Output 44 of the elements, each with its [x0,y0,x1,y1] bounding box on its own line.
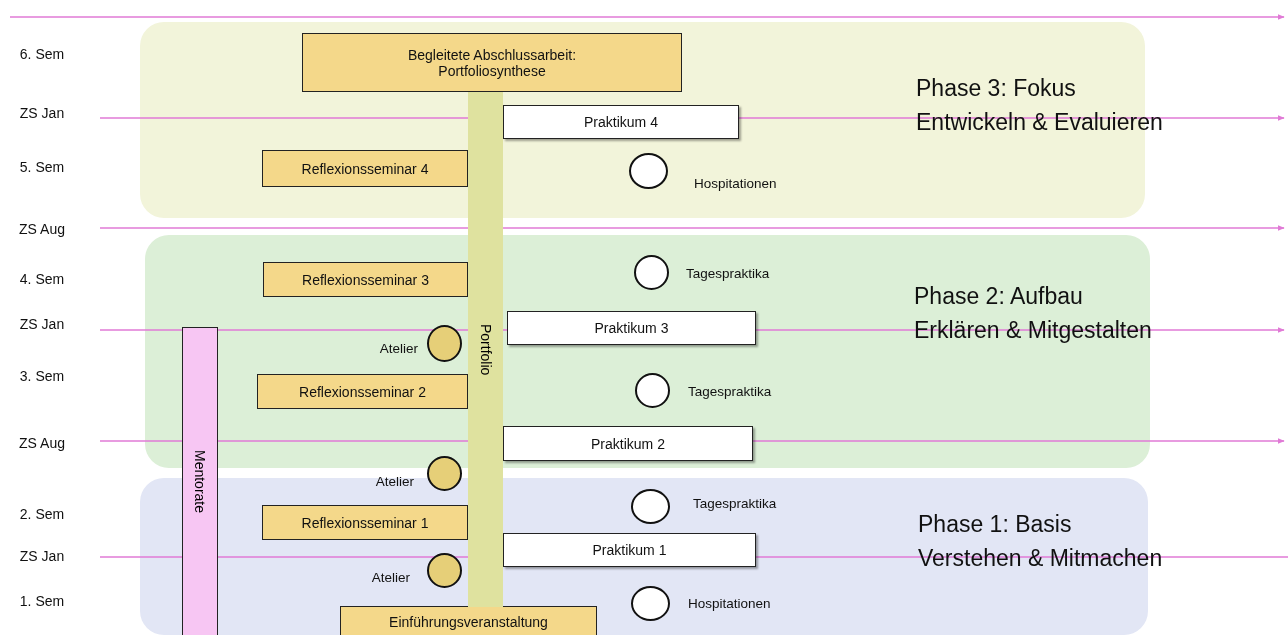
activity-circle [427,553,462,588]
course-box: Reflexionsseminar 2 [257,374,468,409]
course-box: Reflexionsseminar 4 [262,150,468,187]
portfolio-bar: Portfolio [468,92,503,607]
activity-label: Atelier [371,570,410,586]
semester-label: 2. Sem [19,506,65,522]
internship-box: Praktikum 4 [503,105,739,139]
activity-label: Hospitationen [694,176,777,192]
activity-label: Atelier [375,474,414,490]
semester-label: ZS Jan [19,548,65,564]
phase-subtitle: Entwickeln & Evaluieren [916,108,1163,137]
internship-box: Praktikum 1 [503,533,756,567]
phase-subtitle: Erklären & Mitgestalten [914,316,1152,345]
activity-circle [427,325,462,362]
semester-label: ZS Aug [19,435,65,451]
phase-title: Phase 2: Aufbau [914,282,1083,311]
activity-label: Tagespraktika [688,384,772,400]
semester-label: 4. Sem [19,271,65,287]
course-box: Reflexionsseminar 3 [263,262,468,297]
semester-label: 1. Sem [19,593,65,609]
activity-circle [631,489,670,524]
semester-label: ZS Jan [19,105,65,121]
semester-label: ZS Jan [19,316,65,332]
course-box: Begleitete Abschlussarbeit: Portfoliosynthese [302,33,682,92]
phase-subtitle: Verstehen & Mitmachen [918,544,1163,573]
semester-label: 5. Sem [19,159,65,175]
phase-title: Phase 3: Fokus [916,74,1076,103]
internship-box: Praktikum 2 [503,426,753,461]
course-box: Reflexionsseminar 1 [262,505,468,540]
semester-label: 3. Sem [19,368,65,384]
activity-label: Hospitationen [688,596,771,612]
activity-circle [631,586,670,621]
mentorate-bar: Mentorate [182,327,218,635]
activity-circle [635,373,670,408]
activity-label: Atelier [379,341,418,357]
phase-title: Phase 1: Basis [918,510,1072,539]
activity-circle [634,255,669,290]
course-box: Einführungsveranstaltung [340,606,597,635]
semester-label: ZS Aug [19,221,65,237]
internship-box: Praktikum 3 [507,311,756,345]
activity-circle [629,153,668,189]
activity-label: Tagespraktika [686,266,770,282]
activity-label: Tagespraktika [693,496,777,512]
semester-label: 6. Sem [19,46,65,62]
